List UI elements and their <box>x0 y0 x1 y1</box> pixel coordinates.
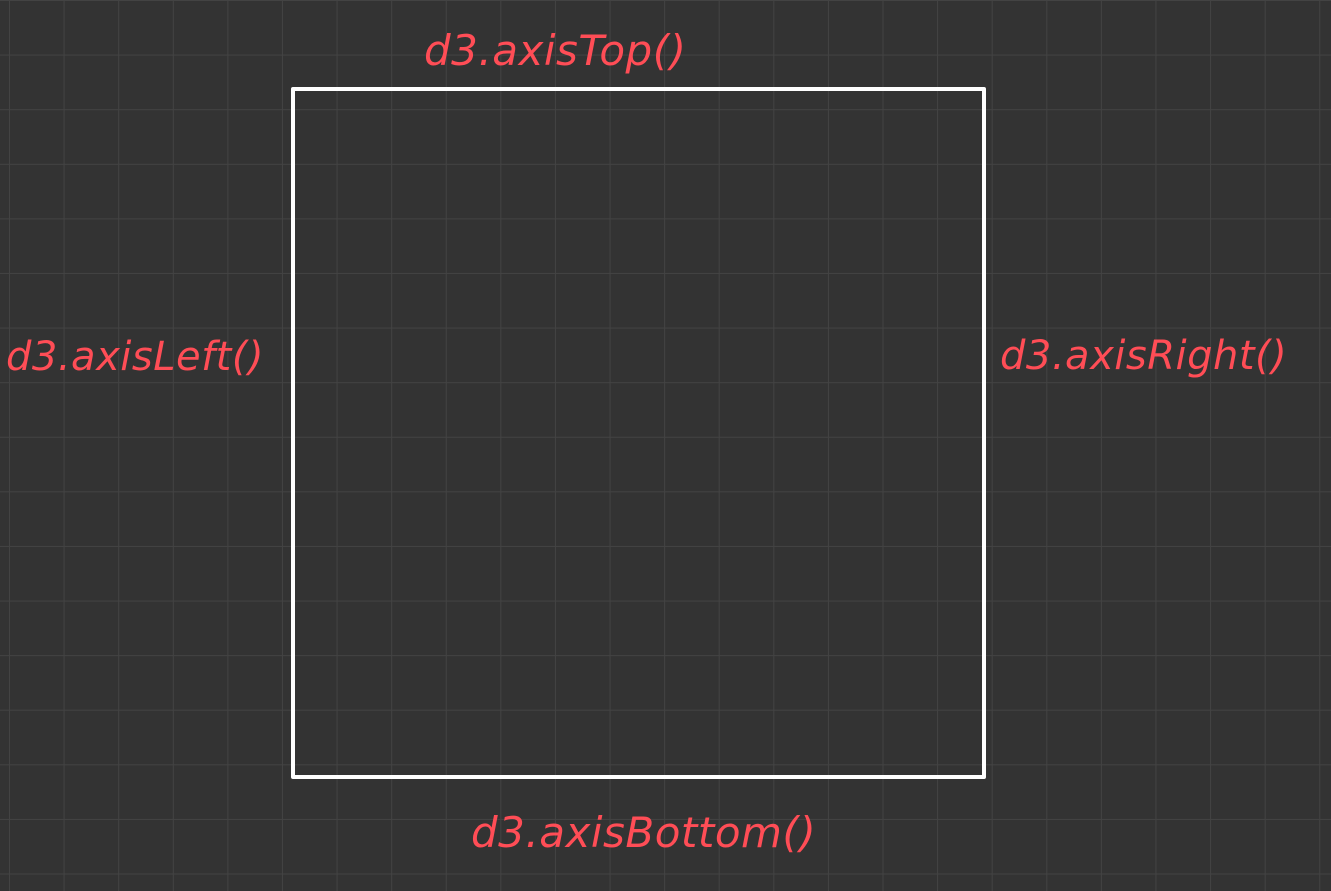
axis-left-label: d3.axisLeft() <box>6 334 265 380</box>
chart-area-rectangle <box>291 87 986 779</box>
axis-right-label: d3.axisRight() <box>1000 333 1288 379</box>
axis-bottom-label: d3.axisBottom() <box>471 808 817 857</box>
axis-top-label: d3.axisTop() <box>424 26 687 75</box>
